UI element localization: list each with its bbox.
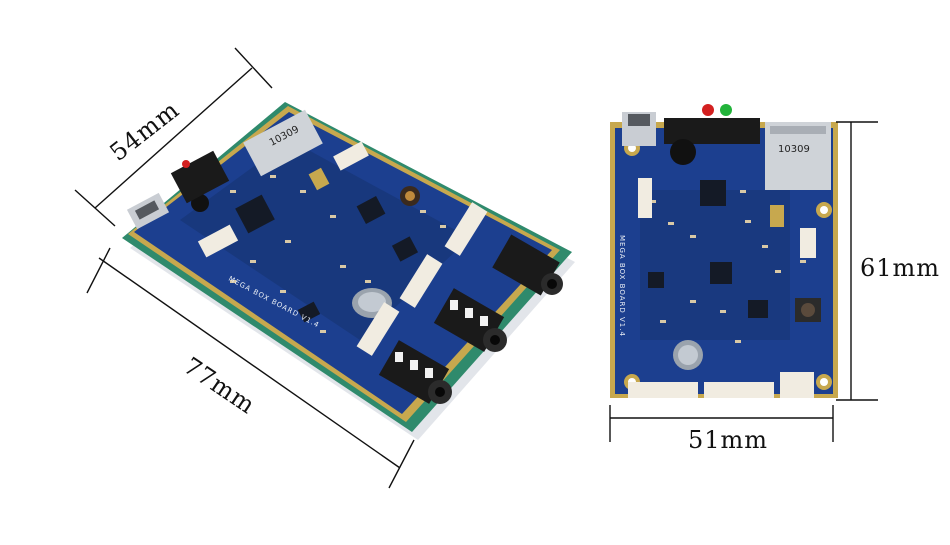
left-connector-3	[444, 202, 488, 256]
right-connector-right	[800, 228, 816, 258]
right-hole-4	[820, 378, 828, 386]
left-audio-jack-1	[492, 234, 563, 296]
left-jack-top	[170, 150, 230, 204]
right-dimension-lines	[609, 121, 878, 442]
left-coin-battery-face	[358, 292, 386, 312]
left-led-red	[182, 160, 190, 168]
right-connector-bottom-1	[628, 382, 698, 398]
left-gold-pad	[308, 167, 330, 191]
left-connector-4	[399, 254, 443, 308]
right-sd-label: 10309	[778, 144, 810, 155]
right-chip-main	[700, 180, 726, 206]
right-gold-pad	[770, 205, 784, 227]
left-chip-main	[235, 194, 275, 234]
left-dimension-lines	[74, 47, 415, 489]
right-connector-bottom-3	[780, 372, 814, 398]
right-chip-4	[748, 300, 768, 318]
right-hole-2	[820, 206, 828, 214]
left-connector-1	[197, 224, 239, 258]
right-sd-contacts	[770, 126, 826, 134]
left-chip-4	[297, 301, 321, 323]
left-connector-5	[356, 302, 400, 356]
right-usb-opening	[628, 114, 650, 126]
right-inductor-core	[801, 303, 815, 317]
right-led-red	[702, 104, 714, 116]
left-chip-2	[356, 196, 386, 224]
right-connector-left	[638, 178, 652, 218]
dimension-54mm: 54mm	[104, 95, 184, 166]
dimension-51mm: 51mm	[688, 426, 768, 454]
right-chip-3	[648, 272, 664, 288]
left-audio-jack-3	[378, 340, 452, 404]
right-silkscreen: MEGA BOX BOARD V1.4	[618, 235, 626, 337]
left-board-ground-plane	[180, 140, 470, 340]
left-connector-2	[333, 141, 369, 171]
left-board-photo: 10309 MEGA BOX BOARD V1.4	[122, 102, 575, 440]
right-connector-bottom-2	[704, 382, 774, 398]
right-coin-battery-face	[678, 345, 698, 365]
left-chip-3	[391, 236, 419, 262]
right-board-photo: 10309 MEGA BOX BOARD V1.4	[610, 104, 838, 398]
right-led-green	[720, 104, 732, 116]
left-sd-slot	[243, 109, 323, 177]
right-chip-2	[710, 262, 732, 284]
left-audio-jack-2	[433, 288, 507, 352]
left-usb-opening	[134, 200, 160, 220]
right-smd-components	[650, 190, 806, 343]
dimension-61mm: 61mm	[860, 254, 940, 282]
right-microphone	[670, 139, 696, 165]
left-inductor-core	[405, 191, 415, 201]
